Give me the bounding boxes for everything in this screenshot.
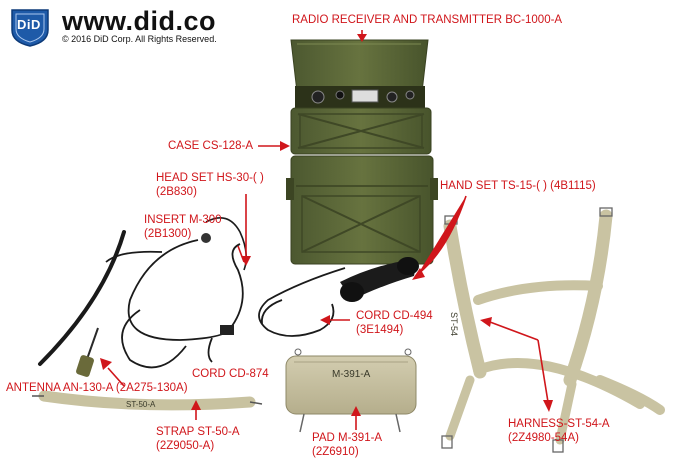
label-head-set-code: (2B830)	[156, 186, 197, 198]
strap-st-50-a	[32, 390, 263, 411]
logo-text: DiD	[17, 17, 41, 32]
callout-arrows	[100, 30, 553, 430]
label-strap: STRAP ST-50-A	[156, 426, 240, 438]
label-head-set: HEAD SET HS-30-( )	[156, 172, 264, 184]
pad-m-391-a	[285, 348, 417, 433]
label-insert-code: (2B1300)	[144, 228, 192, 240]
label-case: CASE CS-128-A	[168, 140, 254, 152]
label-pad: PAD M-391-A	[312, 432, 383, 444]
antenna	[38, 230, 126, 377]
label-cord-cd-494-code: (3E1494)	[356, 324, 404, 336]
hand-set	[340, 257, 419, 302]
label-cord-cd-494: CORD CD-494	[356, 310, 433, 322]
harness-stencil: ST-54	[449, 312, 459, 337]
copyright: © 2016 DiD Corp. All Rights Reserved.	[62, 34, 217, 44]
label-harness-code: (2Z4980-54A)	[508, 432, 579, 444]
pad-stencil: M-391-A	[332, 369, 371, 380]
label-pad-code: (2Z6910)	[312, 446, 359, 458]
label-harness: HARNESS-ST-54-A	[508, 418, 610, 430]
site-name: www.did.co	[62, 6, 217, 36]
label-cord-cd-874: CORD CD-874	[192, 368, 269, 380]
strap-stencil: ST-50-A	[126, 400, 156, 409]
label-radio: RADIO RECEIVER AND TRANSMITTER BC-1000-A	[292, 14, 563, 26]
cord-cd-494	[258, 267, 346, 337]
radio-control-panel	[295, 86, 425, 110]
radio-body-upper	[290, 107, 432, 155]
cord-cd-874	[105, 239, 244, 369]
label-antenna: ANTENNA AN-130-A (2A275-130A)	[6, 382, 188, 394]
harness-st-54-a	[443, 209, 665, 445]
label-hand-set: HAND SET TS-15-( ) (4B1115)	[440, 180, 596, 192]
radio-lid	[290, 39, 429, 93]
did-logo-icon: DiD	[8, 4, 52, 48]
label-insert: INSERT M-300	[144, 214, 222, 226]
label-strap-code: (2Z9050-A)	[156, 440, 215, 452]
radio-case-lower	[286, 155, 438, 265]
